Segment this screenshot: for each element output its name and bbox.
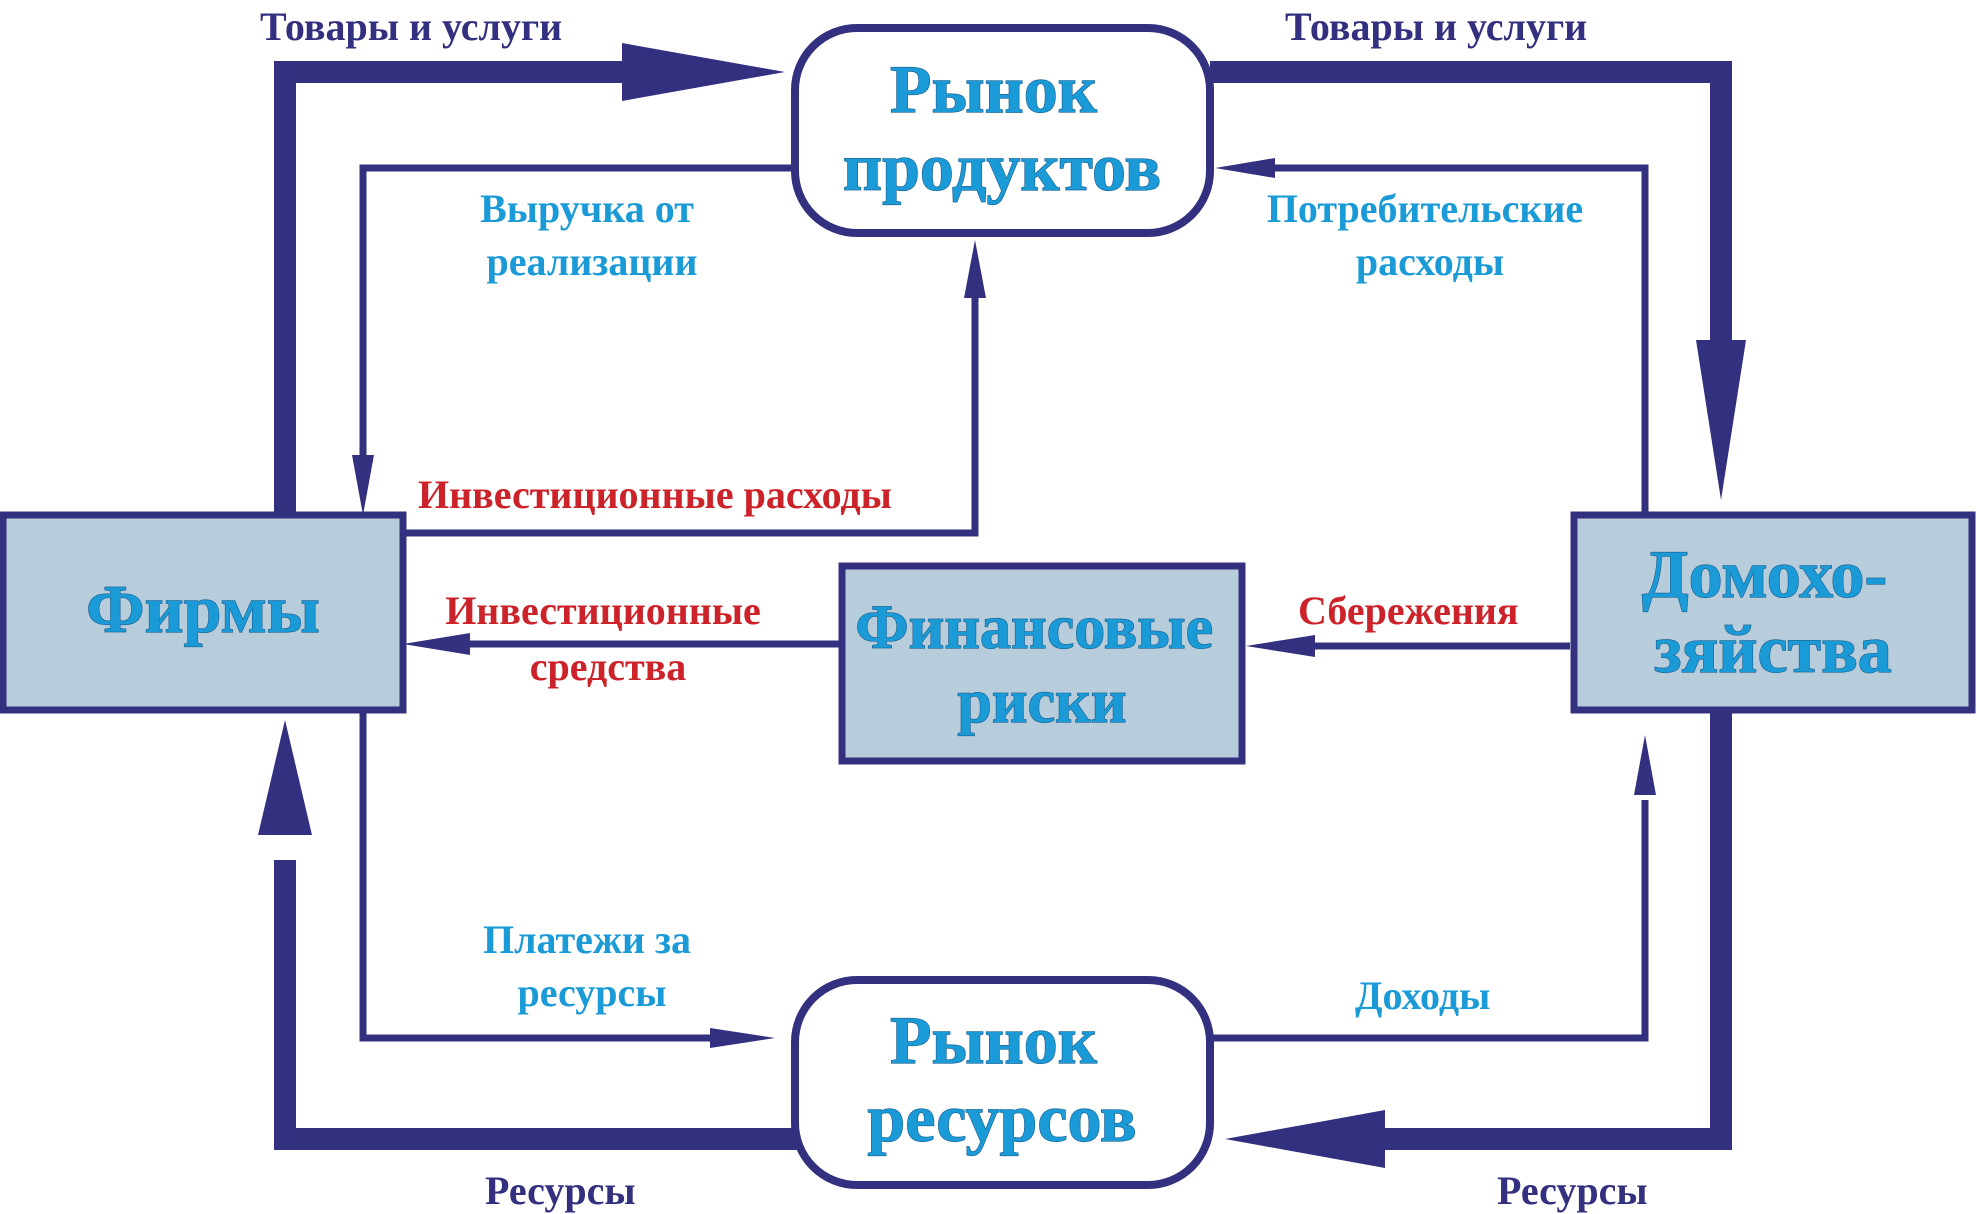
households-node: Домохо- зяйства [1570, 511, 1976, 714]
revenue-label-line2: реализации [486, 239, 697, 284]
svg-text:Финансовые риски: Финансовые риски [855, 594, 1228, 736]
goods-arrowhead-down [1696, 340, 1746, 500]
resource-market-title-line2: ресурсов [867, 1080, 1136, 1156]
revenue-arrowhead [352, 455, 374, 515]
investment-funds-label-line2: средства [530, 644, 686, 689]
consumer-spending-arrowhead [1215, 158, 1275, 178]
svg-text:Рынок ресурсов: Рынок ресурсов [867, 1002, 1136, 1156]
households-box [1570, 511, 1976, 714]
income-arrowhead [1634, 735, 1656, 795]
consumer-spending-label-line2: расходы [1356, 239, 1504, 284]
resources-arrowhead-left [1225, 1110, 1385, 1168]
financial-risks-title-line1: Финансовые [855, 594, 1213, 662]
investment-spending-label: Инвестиционные расходы [418, 472, 892, 517]
financial-risks-box [838, 562, 1246, 765]
resources-arrowhead-up [258, 720, 312, 835]
investment-funds-label-line1: Инвестиционные [445, 588, 761, 633]
households-title-line1: Домохо- [1642, 536, 1887, 612]
svg-text:Фирмы: Фирмы [86, 571, 320, 647]
svg-text:Выручка от реализации: Выручка от реализации [480, 186, 704, 284]
firms-box [0, 511, 407, 714]
goods-label-left: Товары и услуги [260, 4, 562, 49]
resource-market-box [791, 976, 1214, 1189]
outer-real-flow [274, 61, 1732, 1150]
firms-node: Фирмы [0, 511, 407, 714]
consumer-spending-flow [1275, 164, 1649, 515]
resource-payments-label-line2: ресурсы [518, 970, 667, 1015]
income-flow [1200, 800, 1649, 1042]
svg-text:Потребительские расходы: Потребительские расходы [1267, 186, 1593, 284]
resources-label-left: Ресурсы [485, 1168, 636, 1213]
income-label: Доходы [1355, 973, 1490, 1018]
savings-label: Сбережения [1298, 588, 1519, 633]
resources-flow-households-to-market [1385, 710, 1732, 1150]
resource-market-node: Рынок ресурсов [791, 976, 1214, 1189]
goods-flow-market-to-households [1210, 61, 1732, 360]
product-market-title-line1: Рынок [890, 51, 1098, 127]
revenue-flow [359, 164, 800, 460]
svg-text:Инвестиционные средства: Инвестиционные средства [445, 588, 771, 689]
svg-text:Платежи за ресурсы: Платежи за ресурсы [483, 917, 701, 1015]
savings-arrowhead [1246, 635, 1315, 657]
svg-text:Домохо- зяйства: Домохо- зяйства [1642, 536, 1904, 687]
revenue-label-line1: Выручка от [480, 186, 694, 231]
investment-spending-arrowhead [964, 240, 986, 298]
resources-label-right: Ресурсы [1497, 1168, 1648, 1213]
investment-funds-arrowhead [403, 633, 470, 655]
resource-payments-arrowhead [710, 1028, 775, 1048]
financial-risks-title-line2: риски [957, 668, 1126, 736]
outer-arrowheads [258, 43, 1746, 1168]
consumer-spending-label-line1: Потребительские [1267, 186, 1583, 231]
svg-text:Рынок продуктов: Рынок продуктов [843, 51, 1161, 205]
product-market-title-line2: продуктов [843, 129, 1161, 205]
households-title-line2: зяйства [1654, 611, 1892, 687]
product-market-box [791, 24, 1214, 237]
goods-flow-firms-to-market [274, 61, 640, 515]
resources-flow-market-to-firms [274, 860, 800, 1150]
inner-money-flow [359, 164, 1649, 1042]
resource-payments-flow [359, 710, 720, 1042]
financial-risks-node: Финансовые риски [838, 562, 1246, 765]
resource-market-title-line1: Рынок [890, 1002, 1098, 1078]
product-market-node: Рынок продуктов [791, 24, 1214, 237]
firms-title: Фирмы [86, 571, 320, 647]
inner-arrowheads [352, 158, 1656, 1048]
investment-spending-flow [403, 290, 979, 537]
goods-label-right: Товары и услуги [1285, 4, 1587, 49]
resource-payments-label-line1: Платежи за [483, 917, 691, 962]
goods-arrowhead-right [622, 43, 785, 101]
